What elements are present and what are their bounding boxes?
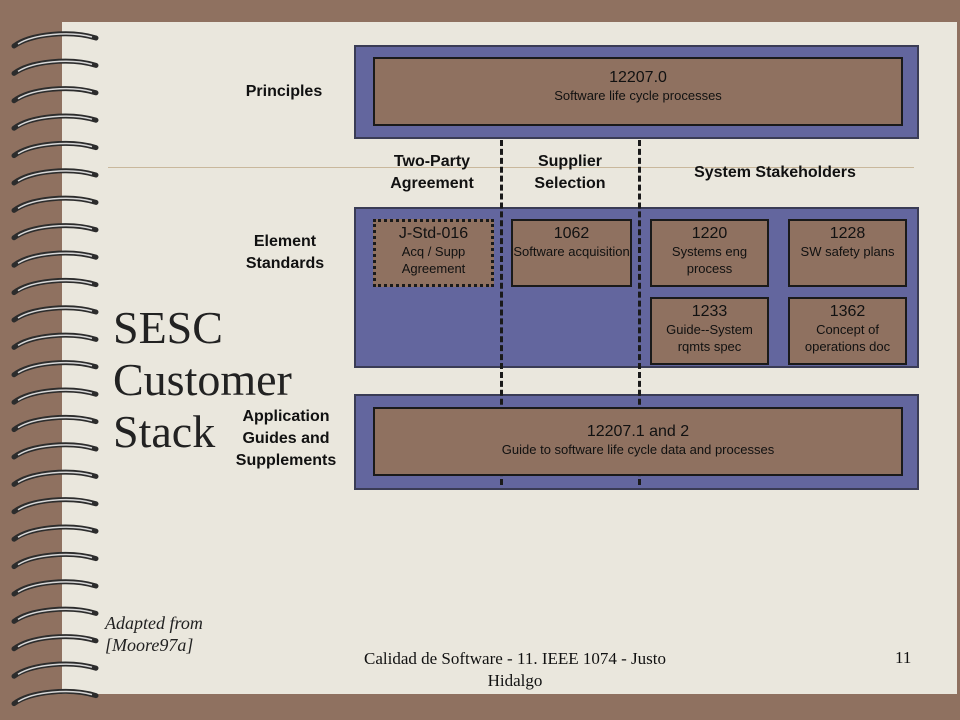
spiral-coil-highlight (17, 635, 93, 648)
page-number: 11 (895, 648, 912, 667)
spiral-coil-highlight (17, 526, 93, 538)
source-note-line-2: [Moore97a] (105, 635, 194, 655)
spiral-coil-highlight (17, 334, 93, 347)
box-j-std-016: J-Std-016 Acq / Supp Agreement (373, 219, 494, 287)
spiral-coil-highlight (17, 553, 93, 566)
spiral-coil-highlight (17, 690, 93, 703)
row-label-application: Application Guides and Supplements (235, 408, 337, 469)
spiral-coil-highlight (17, 252, 93, 264)
spiral-binding (11, 31, 99, 707)
slide-title: SESC Customer Stack (113, 302, 293, 458)
spiral-coil-highlight (17, 663, 93, 675)
spiral-coil-highlight (17, 87, 93, 100)
box-description: SW safety plans (800, 244, 895, 259)
box-description: Acq / Supp Agreement (401, 244, 466, 276)
divider-line (108, 167, 914, 168)
spiral-coil-highlight (17, 115, 93, 127)
spiral-coil-highlight (17, 307, 93, 319)
box-1233: 1233 Guide--System rqmts spec (650, 297, 769, 365)
footer-text: Calidad de Software - 11. IEEE 1074 - Ju… (364, 649, 666, 690)
column-label-stakeholders: System Stakeholders (694, 164, 856, 181)
spiral-coil-highlight (17, 60, 93, 73)
box-1062: 1062 Software acquisition (511, 219, 632, 287)
title-line-1: SESC (113, 302, 223, 353)
source-note-line-1: Adapted from (105, 613, 203, 633)
row-label-principles: Principles (245, 83, 323, 100)
box-number: 1228 (829, 225, 866, 242)
title-line-2: Customer (113, 354, 292, 405)
box-12207-0: 12207.0 Software life cycle processes (373, 57, 903, 126)
box-number: 12207.1 and 2 (586, 423, 690, 440)
spiral-coil-highlight (17, 581, 93, 593)
column-label-two-party: Two-Party Agreement (390, 153, 474, 192)
spiral-coil-highlight (17, 33, 93, 45)
box-description: Concept of operations doc (804, 322, 891, 354)
box-1362: 1362 Concept of operations doc (788, 297, 907, 365)
spiral-coil-highlight (17, 224, 93, 237)
source-note: Adapted from [Moore97a] (105, 612, 235, 656)
box-description: Guide to software life cycle data and pr… (501, 442, 775, 457)
spiral-coil-highlight (17, 361, 93, 374)
row-label-element-standards: Element Standards (245, 233, 325, 272)
box-number: 1233 (691, 303, 728, 320)
spiral-coil-highlight (17, 498, 93, 511)
spiral-coil-highlight (17, 142, 93, 155)
spiral-coil-highlight (17, 197, 93, 210)
column-label-supplier: Supplier Selection (534, 153, 606, 192)
spiral-coil-highlight (17, 279, 93, 292)
title-line-3: Stack (113, 406, 216, 457)
box-1228: 1228 SW safety plans (788, 219, 907, 287)
box-description: Systems eng process (671, 244, 748, 276)
spiral-coil-highlight (17, 608, 93, 621)
box-12207-1: 12207.1 and 2 Guide to software life cyc… (373, 407, 903, 476)
box-number: 1362 (829, 303, 866, 320)
spiral-coil-highlight (17, 389, 93, 401)
column-divider-1 (500, 140, 503, 485)
spiral-coil-highlight (17, 170, 93, 182)
box-description: Software life cycle processes (554, 88, 722, 103)
box-number: 12207.0 (609, 69, 667, 86)
box-number: J-Std-016 (398, 225, 469, 242)
box-description: Guide--System rqmts spec (666, 322, 753, 354)
box-number: 1062 (553, 225, 590, 242)
spiral-coil-highlight (17, 444, 93, 456)
box-description: Software acquisition (513, 244, 630, 259)
box-number: 1220 (691, 225, 728, 242)
spiral-coil-highlight (17, 416, 93, 429)
spiral-coil-highlight (17, 471, 93, 484)
column-divider-2 (638, 140, 641, 485)
box-1220: 1220 Systems eng process (650, 219, 769, 287)
